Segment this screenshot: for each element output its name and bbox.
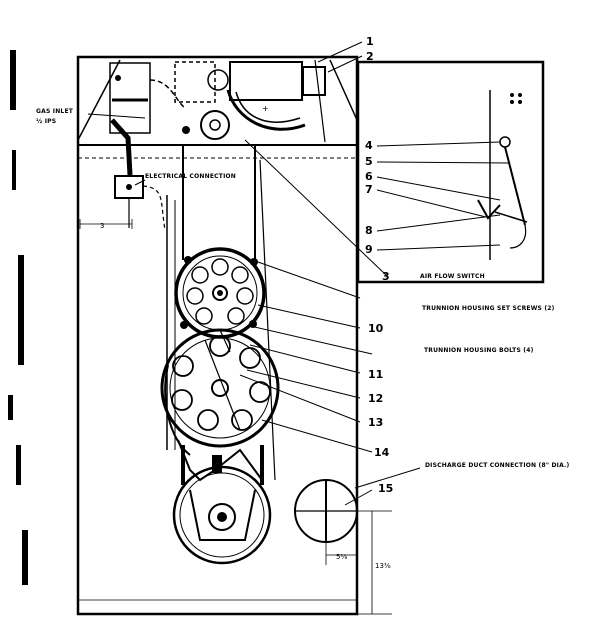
- discharge-duct: [294, 479, 392, 615]
- upper-pulley: [174, 247, 266, 339]
- cabinet-outline: [76, 55, 359, 616]
- callout-12: 12: [368, 392, 383, 405]
- callout-6: 6: [365, 170, 373, 183]
- callout-7: 7: [365, 183, 373, 196]
- electrical-connection-label: ELECTRICAL CONNECTION: [145, 173, 236, 180]
- callout-4: 4: [365, 139, 373, 152]
- motor-assembly: [172, 439, 272, 565]
- callout-3: 3: [382, 270, 390, 283]
- callout-11: 11: [368, 368, 383, 381]
- gas-inlet-size-label: ½ IPS: [36, 118, 56, 125]
- blower-wheel: [160, 328, 280, 456]
- callout-14: 14: [374, 446, 390, 459]
- callout-numbers: 1 2 3 4 5 6 7 8 9 10 11 12 13 14 15: [365, 35, 393, 495]
- dimension-texts: 3 5⅛ 13⅜: [100, 222, 391, 570]
- callout-15: 15: [378, 482, 393, 495]
- callout-10: 10: [368, 322, 384, 335]
- scan-noise: [8, 50, 28, 585]
- gas-inlet-label: GAS INLET: [36, 108, 74, 115]
- callout-9: 9: [365, 243, 373, 256]
- caption-labels: GAS INLET ½ IPS ELECTRICAL CONNECTION AI…: [36, 108, 570, 469]
- discharge-duct-label: DISCHARGE DUCT CONNECTION (8" DIA.): [425, 462, 570, 469]
- callout-2: 2: [366, 50, 374, 63]
- trunnion-set-screws-label: TRUNNION HOUSING SET SCREWS (2): [422, 305, 555, 312]
- air-flow-switch-label: AIR FLOW SWITCH: [420, 273, 485, 280]
- trunnion-bolts-label: TRUNNION HOUSING BOLTS (4): [424, 347, 534, 354]
- control-compartment: +: [109, 61, 326, 140]
- callout-8: 8: [365, 224, 373, 237]
- dimension-duct-offset: 5⅛: [336, 553, 347, 561]
- callout-13: 13: [368, 416, 383, 429]
- air-flow-switch-inset: [356, 60, 545, 284]
- callout-5: 5: [365, 155, 373, 168]
- svg-text:+: +: [262, 104, 269, 113]
- gas-valve: [79, 118, 166, 231]
- dimension-left: 3: [100, 222, 104, 230]
- callout-1: 1: [366, 35, 374, 48]
- dimension-height: 13⅜: [375, 562, 391, 570]
- leader-lines: [87, 41, 511, 506]
